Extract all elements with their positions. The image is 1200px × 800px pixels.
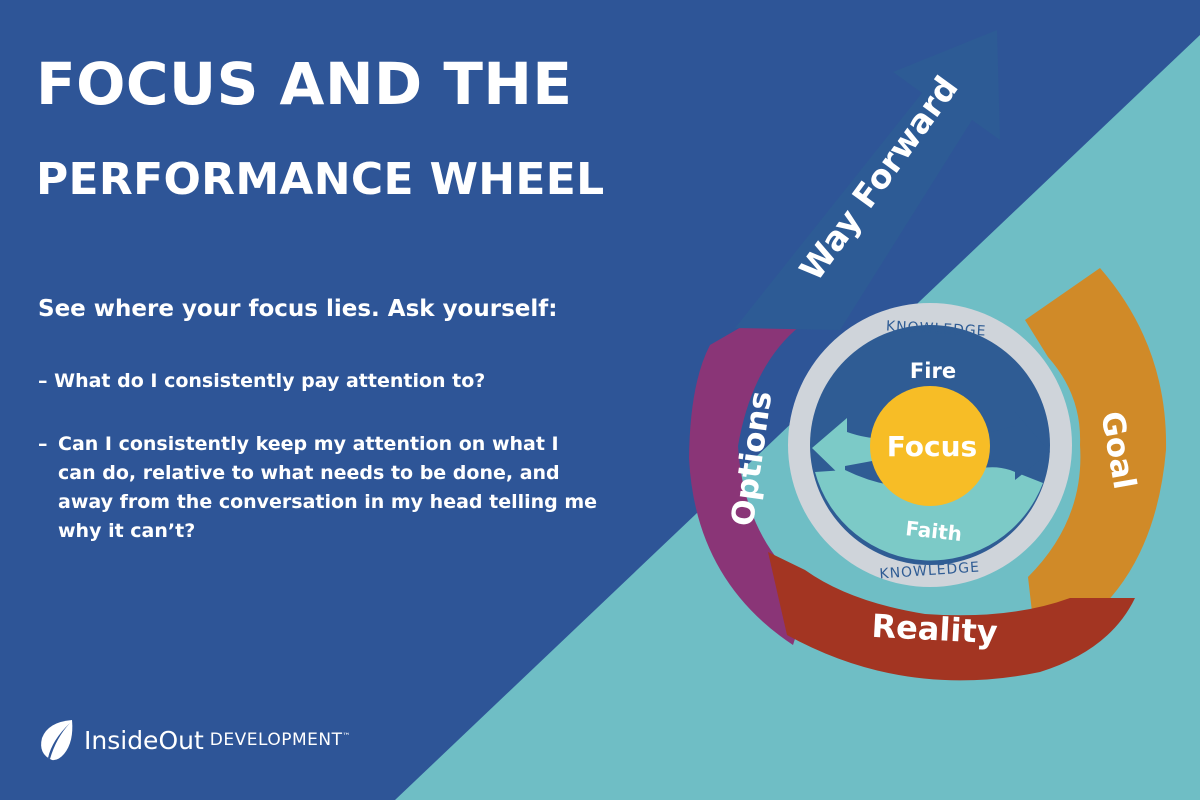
faith-label: Faith	[904, 516, 963, 546]
options-arc	[689, 290, 810, 645]
question-2-text: Can I consistently keep my attention on …	[58, 433, 598, 542]
way-forward-arrow	[735, 30, 1000, 330]
knowledge-bottom-label: KNOWLEDGE	[879, 560, 981, 583]
question-1-dash: –	[38, 370, 48, 392]
goal-arc	[1025, 268, 1167, 612]
knowledge-top-label: KNOWLEDGE	[886, 318, 987, 339]
focus-circle	[870, 386, 990, 506]
title-line-1: FOCUS AND THE	[36, 50, 573, 118]
question-1: – What do I consistently pay attention t…	[38, 370, 485, 392]
reality-label: Reality	[871, 607, 999, 652]
question-2: – Can I consistently keep my attention o…	[38, 430, 598, 546]
question-2-dash: –	[38, 433, 48, 455]
leaf-logo-icon	[41, 720, 73, 761]
faith-half	[815, 467, 1043, 561]
brand-trademark: ™	[342, 731, 351, 741]
question-1-text: What do I consistently pay attention to?	[54, 370, 486, 392]
brand-name: InsideOut	[84, 725, 204, 755]
brand-suffix: DEVELOPMENT™	[210, 730, 351, 750]
right-circular-arrow-icon	[972, 412, 1050, 480]
fire-label: Fire	[910, 359, 956, 383]
brand-suffix-text: DEVELOPMENT	[209, 730, 343, 750]
title-line-2: PERFORMANCE WHEEL	[36, 154, 605, 205]
leaf-cut	[48, 723, 70, 759]
reality-arc	[768, 552, 1135, 681]
focus-label: Focus	[887, 430, 977, 463]
prompt-heading: See where your focus lies. Ask yourself:	[38, 296, 558, 322]
left-circular-arrow-icon	[812, 418, 888, 480]
brand-logo: InsideOut DEVELOPMENT™	[38, 718, 351, 762]
